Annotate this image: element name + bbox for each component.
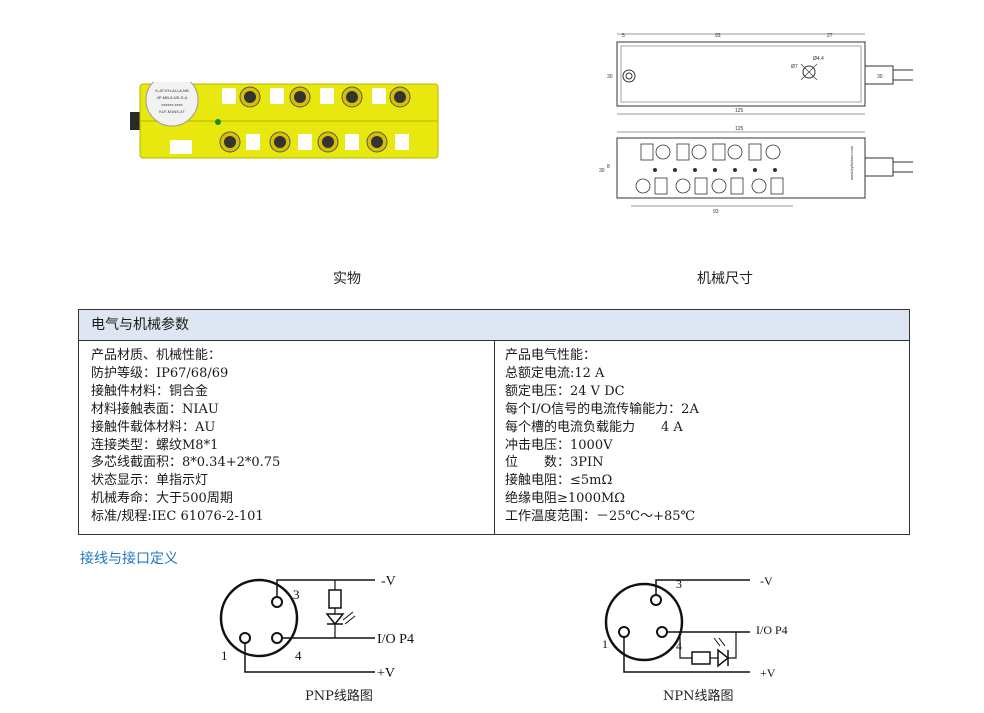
pnp-label-io: I/O P4 <box>377 632 414 647</box>
spec-row: 接触件材料：铜合金 <box>91 383 209 399</box>
spec-row: 连接类型：螺纹M8*1 <box>91 437 219 453</box>
spec-row: 每个槽的电流负载能力 4 A <box>505 419 683 435</box>
svg-text:www.kyfsehaa.com: www.kyfsehaa.com <box>849 145 854 180</box>
svg-text:93: 93 <box>713 209 719 215</box>
electrical-title: 产品电气性能： <box>505 348 597 363</box>
pnp-pin-4: 4 <box>295 648 302 663</box>
svg-text:xxxxxx-xxxx: xxxxxx-xxxx <box>161 102 182 107</box>
npn-caption: NPN线路图 <box>663 689 734 704</box>
svg-text:30: 30 <box>877 74 883 80</box>
spec-row: 冲击电压：1000V <box>505 437 613 453</box>
spec-table: 电气与机械参数 产品材质、机械性能： 防护等级：IP67/68/69 接触件材料… <box>78 309 910 535</box>
svg-text:93: 93 <box>715 33 721 39</box>
spec-table-header: 电气与机械参数 <box>79 310 909 341</box>
pnp-caption: PNP线路图 <box>305 689 373 704</box>
svg-text:30: 30 <box>607 74 613 80</box>
npn-label-io: I/O P4 <box>756 623 788 637</box>
photo-bottom-row <box>170 131 409 154</box>
spec-row: 防护等级：IP67/68/69 <box>91 365 229 381</box>
spec-row: 机械寿命：大于500周期 <box>91 491 233 507</box>
svg-text:K-AT-EH-AU-A-M8: K-AT-EH-AU-A-M8 <box>155 88 189 93</box>
npn-label-negative: -V <box>760 574 773 588</box>
spec-row: 材料接触表面：NIAU <box>91 401 219 417</box>
pnp-diagram: 3 1 4 -V I/O P4 +V <box>219 574 414 681</box>
svg-text:30: 30 <box>599 168 605 174</box>
pnp-label-negative: -V <box>381 574 396 589</box>
spec-row: 每个I/O信号的电流传输能力：2A <box>505 401 699 417</box>
npn-label-positive: +V <box>760 666 776 680</box>
spec-row: 绝缘电阻≥1000MΩ <box>505 491 626 507</box>
npn-pin-3: 3 <box>676 577 682 591</box>
spec-row: 状态显示：单指示灯 <box>91 473 209 489</box>
dimensions-caption: 机械尺寸 <box>697 271 753 287</box>
spec-row: 接触电阻：≤5mΩ <box>505 473 613 489</box>
svg-text:125: 125 <box>735 108 744 114</box>
mechanical-title: 产品材质、机械性能： <box>91 348 222 363</box>
mechanical-drawing: 5 93 27 30 Ø7 Ø4.4 30 125 125 www.kyfseh… <box>599 33 913 215</box>
spec-row: 多芯线截面积：8*0.34+2*0.75 <box>91 455 281 471</box>
photo-top-row <box>222 86 411 108</box>
spec-row: 额定电压：24 V DC <box>505 383 625 399</box>
spec-row: 标准/规程:IEC 61076-2-101 <box>91 509 264 525</box>
product-photo: K-AT-EH-AU-A-M8 4P-MB-8-NS-S-A xxxxxx-xx… <box>130 82 439 159</box>
wiring-section-title: 接线与接口定义 <box>80 551 178 567</box>
npn-pin-1: 1 <box>602 637 608 651</box>
electrical-properties: 产品电气性能： 总额定电流:12 A 额定电压：24 V DC 每个I/O信号的… <box>494 341 909 534</box>
spec-row: 位 数：3PIN <box>505 455 604 471</box>
npn-diagram: 3 1 4 -V I/O P4 +V <box>602 574 788 680</box>
photo-caption: 实物 <box>333 271 361 287</box>
spec-row: 接触件载体材料：AU <box>91 419 216 435</box>
svg-text:KLF-M1NS-4T: KLF-M1NS-4T <box>159 109 185 114</box>
pnp-pin-3: 3 <box>293 587 300 602</box>
npn-pin-4: 4 <box>676 639 682 653</box>
svg-text:Ø7: Ø7 <box>791 64 798 70</box>
svg-text:8: 8 <box>607 164 610 170</box>
svg-text:Ø4.4: Ø4.4 <box>813 56 824 62</box>
svg-text:27: 27 <box>827 33 833 39</box>
svg-text:5: 5 <box>622 33 625 39</box>
svg-text:4P-MB-8-NS-S-A: 4P-MB-8-NS-S-A <box>157 95 188 100</box>
svg-text:125: 125 <box>735 126 744 132</box>
mechanical-properties: 产品材质、机械性能： 防护等级：IP67/68/69 接触件材料：铜合金 材料接… <box>79 341 494 534</box>
spec-row: 总额定电流:12 A <box>505 365 605 381</box>
pnp-pin-1: 1 <box>221 648 228 663</box>
pnp-label-positive: +V <box>377 666 395 681</box>
spec-row: 工作温度范围：－25℃～+85℃ <box>505 509 696 525</box>
